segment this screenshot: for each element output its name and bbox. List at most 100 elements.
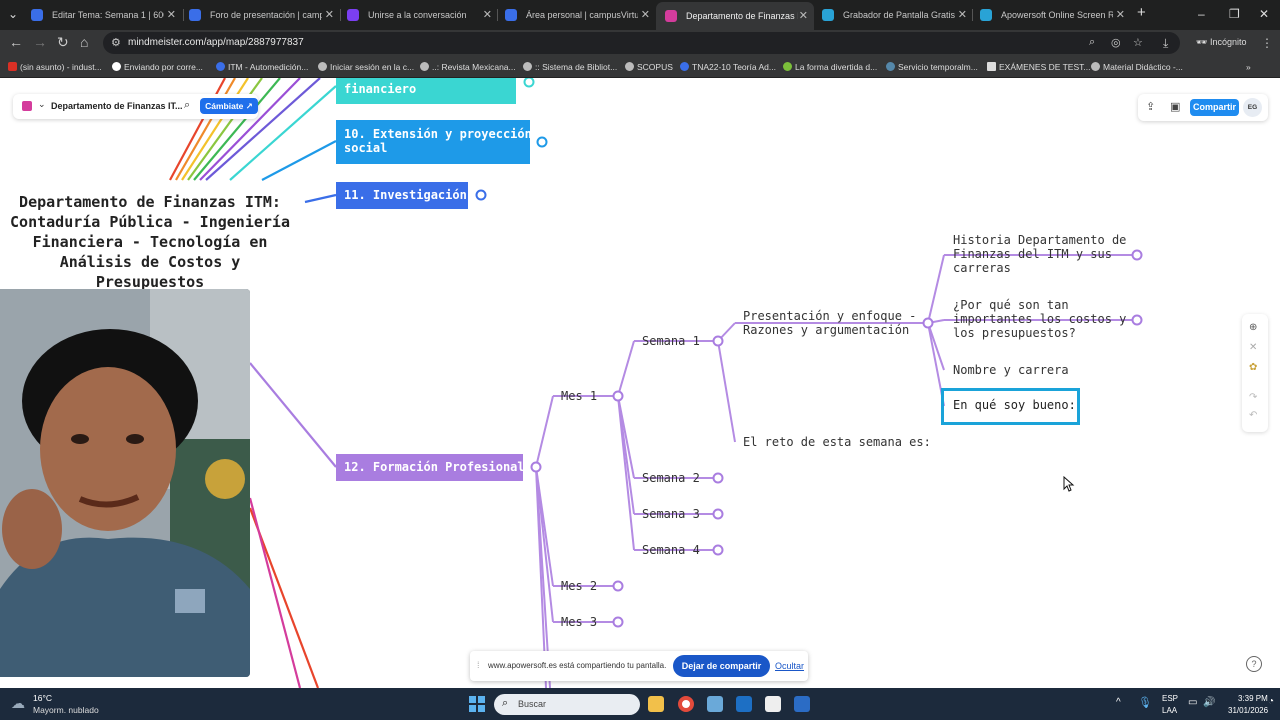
close-icon[interactable]: ✕ <box>166 9 176 21</box>
stop-sharing-button[interactable]: Dejar de compartir <box>673 655 770 677</box>
chevron-down-icon[interactable]: ⌄ <box>38 99 46 109</box>
root-topic[interactable]: Departamento de Finanzas ITM: Contaduría… <box>10 193 290 291</box>
subtopic-mes-2[interactable]: Mes 2 <box>561 579 598 593</box>
topic-11-node[interactable]: 11. Investigación <box>336 182 468 209</box>
home-icon[interactable]: ⌂ <box>80 34 89 50</box>
taskbar-search-box[interactable]: ⌕ Buscar <box>494 694 640 715</box>
connector-dot[interactable] <box>1131 249 1143 261</box>
avatar[interactable]: EG <box>1243 98 1262 117</box>
cloud-upload-icon[interactable]: ⇪ <box>1146 101 1156 113</box>
connector-dot[interactable] <box>712 508 724 520</box>
topic-12-node[interactable]: 12. Formación Profesional <box>336 454 525 481</box>
chevron-up-icon[interactable]: ^ <box>1116 697 1121 708</box>
close-icon[interactable]: ✕ <box>324 9 334 21</box>
weather-description[interactable]: Mayorm. nublado <box>33 705 99 715</box>
eye-off-icon[interactable]: ◎ <box>1111 37 1121 49</box>
bookmark-item[interactable]: Material Didáctico -... <box>1091 62 1183 72</box>
connector-dot[interactable] <box>475 189 487 201</box>
connector-dot[interactable] <box>612 580 624 592</box>
connector-dot[interactable] <box>1131 314 1143 326</box>
bookmark-item[interactable]: TNA22-10 Teoría Ad... <box>680 62 776 72</box>
redo-icon[interactable]: ↷ <box>1249 392 1258 403</box>
connector-dot[interactable] <box>612 390 624 402</box>
chrome-icon[interactable] <box>678 696 694 712</box>
style-icon[interactable]: ✿ <box>1249 362 1258 373</box>
connector-dot[interactable] <box>536 136 548 148</box>
incognito-indicator[interactable]: 🕶 Incógnito <box>1196 37 1246 48</box>
undo-icon[interactable]: ↶ <box>1249 410 1258 421</box>
connector-dot[interactable] <box>523 78 535 88</box>
subtopic-semana-2[interactable]: Semana 2 <box>642 471 700 485</box>
weather-temperature[interactable]: 16°C <box>33 693 52 703</box>
bookmark-item[interactable]: SCOPUS <box>625 62 673 72</box>
bookmark-item[interactable]: (sin asunto) - indust... <box>8 62 102 72</box>
switch-button[interactable]: Cámbiate ↗ <box>200 98 258 114</box>
browser-tab-apowersoft[interactable]: Apowersoft Online Screen Reco ✕ <box>971 4 1131 26</box>
download-icon[interactable]: ⤓ <box>1163 36 1169 50</box>
microphone-icon[interactable]: 🎙 <box>1138 697 1152 709</box>
subtopic-reto[interactable]: El reto de esta semana es: <box>743 435 931 449</box>
connector-dot[interactable] <box>712 472 724 484</box>
hide-link[interactable]: Ocultar <box>775 661 805 671</box>
back-arrow-icon[interactable]: ← <box>9 34 23 50</box>
kebab-menu-icon[interactable]: ⋮ <box>1261 36 1273 50</box>
browser-tab-editar-tema[interactable]: Editar Tema: Semana 1 | 600202 ✕ <box>22 4 182 26</box>
subtopic-en-que-soy-bueno-selected[interactable]: En qué soy bueno: <box>941 388 1080 425</box>
address-bar[interactable]: ⚙ mindmeister.com/app/map/2887977837 ⌕ ◎… <box>103 32 1180 54</box>
subtopic-semana-1[interactable]: Semana 1 <box>642 334 700 348</box>
bookmark-item[interactable]: Enviando por corre... <box>112 62 203 72</box>
connector-dot[interactable] <box>612 616 624 628</box>
mindmap-canvas[interactable]: financiero 10. Extensión y proyección so… <box>0 78 1280 688</box>
mindmeister-logo-icon[interactable] <box>22 101 32 111</box>
volume-icon[interactable]: 🔊 <box>1203 697 1216 708</box>
browser-tab-unirse[interactable]: Unirse a la conversación ✕ <box>338 4 498 26</box>
drag-handle-icon[interactable]: ⁞ <box>477 660 480 670</box>
present-icon[interactable]: ▣ <box>1170 101 1181 113</box>
add-topic-icon[interactable]: ⊕ <box>1249 322 1258 333</box>
close-icon[interactable]: ✕ <box>957 9 967 21</box>
keyboard-layout-indicator[interactable]: LAA <box>1162 706 1178 715</box>
cloud-weather-icon[interactable]: ☁ <box>11 695 25 711</box>
bookmark-item[interactable]: La forma divertida d... <box>783 62 877 72</box>
outlook-icon[interactable] <box>736 696 752 712</box>
network-icon[interactable]: ▭ <box>1188 697 1198 708</box>
close-icon[interactable]: ✕ <box>482 9 492 21</box>
browser-tab-mindmeister[interactable]: Departamento de Finanzas ITM ✕ <box>656 2 814 30</box>
tab-search-icon[interactable]: ⌄ <box>8 7 19 21</box>
topic-9-node[interactable]: financiero <box>336 78 516 104</box>
share-button[interactable]: Compartir <box>1190 99 1239 116</box>
subtopic-mes-1[interactable]: Mes 1 <box>561 389 598 403</box>
language-indicator[interactable]: ESP <box>1162 694 1179 703</box>
connector-dot[interactable] <box>712 335 724 347</box>
bookmark-item[interactable]: EXÁMENES DE TEST... <box>987 62 1090 72</box>
topic-10-node[interactable]: 10. Extensión y proyección social <box>336 120 532 164</box>
notifications-icon[interactable]: ◔ <box>1268 696 1275 707</box>
bookmark-item[interactable]: ..: Revista Mexicana... <box>420 62 516 72</box>
subtopic-semana-4[interactable]: Semana 4 <box>642 543 700 557</box>
more-bookmarks-icon[interactable]: » <box>1246 62 1251 72</box>
subtopic-mes-3[interactable]: Mes 3 <box>561 615 598 629</box>
close-icon[interactable]: ✕ <box>1115 9 1125 21</box>
browser-tab-foro[interactable]: Foro de presentación | campusV ✕ <box>180 4 340 26</box>
restore-icon[interactable]: ❐ <box>1229 7 1240 21</box>
windows-start-icon[interactable] <box>469 696 485 712</box>
close-window-icon[interactable]: ✕ <box>1259 7 1270 21</box>
forward-arrow-icon[interactable]: → <box>33 34 47 50</box>
clock-date[interactable]: 31/01/2026 <box>1228 706 1269 715</box>
close-icon[interactable]: ✕ <box>798 10 808 22</box>
file-explorer-icon[interactable] <box>648 696 664 712</box>
connector-dot[interactable] <box>530 461 542 473</box>
clock-time[interactable]: 3:39 PM <box>1238 694 1268 703</box>
site-info-icon[interactable]: ⚙ <box>111 37 121 49</box>
subtopic-historia[interactable]: Historia Departamento de Finanzas del IT… <box>953 233 1127 275</box>
search-icon[interactable]: ⌕ <box>184 99 191 111</box>
zoom-magnifier-icon[interactable]: ⌕ <box>1089 36 1096 48</box>
mail-icon[interactable] <box>707 696 723 712</box>
close-icon[interactable]: ✕ <box>640 9 650 21</box>
minimize-icon[interactable]: – <box>1198 7 1205 21</box>
browser-tab-area-personal[interactable]: Área personal | campusVirtual ✕ <box>496 4 656 26</box>
help-icon[interactable]: ? <box>1246 656 1262 672</box>
reload-icon[interactable]: ↻ <box>57 34 69 50</box>
subtopic-nombre[interactable]: Nombre y carrera <box>953 363 1069 377</box>
map-title[interactable]: Departamento de Finanzas IT... <box>51 101 183 111</box>
